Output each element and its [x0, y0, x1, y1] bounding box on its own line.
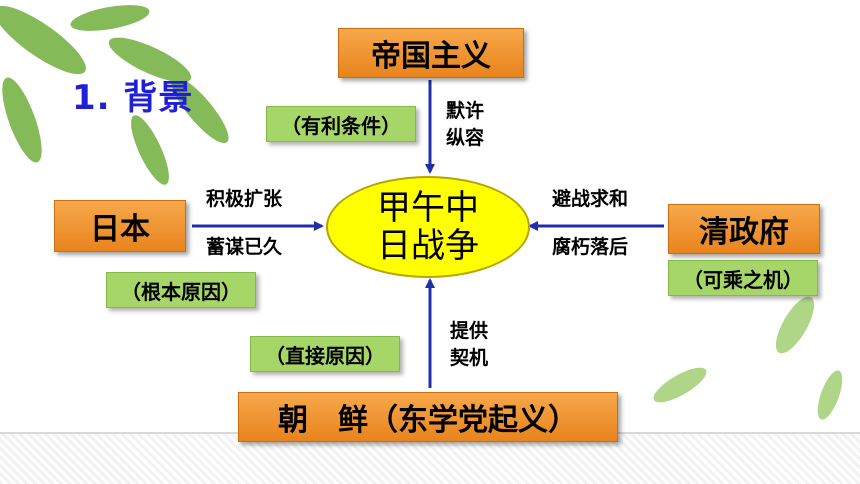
center-sino-japanese-war: 甲午中 日战争	[326, 176, 530, 278]
edge-label-top-line2: 纵容	[446, 127, 485, 149]
note-root-cause: （根本原因）	[106, 272, 256, 308]
node-japan: 日本	[54, 200, 186, 252]
edge-label-left-upper: 积极扩张	[206, 188, 283, 210]
edge-label-right-lower: 腐朽落后	[552, 236, 629, 258]
center-line-1: 甲午中	[377, 188, 479, 228]
node-qing-government: 清政府	[668, 204, 820, 254]
edge-label-top: 默许 纵容	[446, 98, 484, 152]
note-favorable-conditions: （有利条件）	[266, 106, 416, 142]
edge-label-bottom-line1: 提供	[450, 320, 489, 342]
edge-label-left-lower: 蓄谋已久	[206, 236, 283, 258]
note-direct-cause: （直接原因）	[250, 336, 400, 372]
center-line-2: 日战争	[377, 226, 479, 266]
edge-label-bottom: 提供 契机	[450, 318, 488, 372]
note-opportunity: （可乘之机）	[668, 260, 818, 296]
edge-label-top-line1: 默许	[446, 100, 485, 122]
node-korea: 朝 鲜（东学党起义）	[238, 392, 618, 442]
node-imperialism: 帝国主义	[338, 28, 524, 78]
section-title: 1. 背景	[72, 78, 194, 118]
edge-label-bottom-line2: 契机	[450, 347, 489, 369]
edge-label-right-upper: 避战求和	[552, 188, 629, 210]
